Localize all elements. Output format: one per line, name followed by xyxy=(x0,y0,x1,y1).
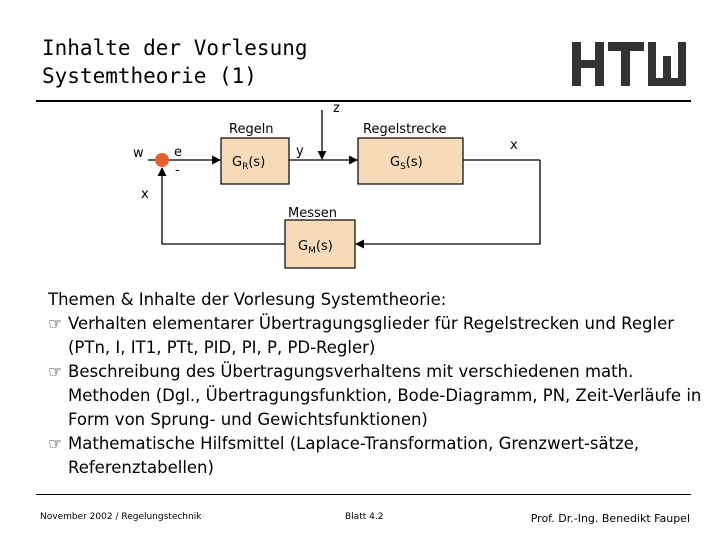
regler-block xyxy=(220,137,290,185)
footer-page: Blatt 4.2 xyxy=(345,512,384,522)
label-gr: GR(s) xyxy=(232,155,265,172)
signal-x-to-messen xyxy=(355,160,541,249)
pointing-hand-icon: ☞ xyxy=(48,314,63,333)
label-gs: GS(s) xyxy=(390,155,423,172)
control-loop-diagram: w e - x Regeln GR(s) y z Regelstrecke GS… xyxy=(133,101,541,269)
messen-block xyxy=(284,219,356,269)
label-messen: Messen xyxy=(288,206,337,221)
label-e: e xyxy=(174,145,182,160)
label-x-feedback: x xyxy=(141,187,149,202)
label-minus: - xyxy=(175,163,180,178)
pointing-hand-icon: ☞ xyxy=(48,362,63,381)
title-divider xyxy=(36,100,691,102)
label-y: y xyxy=(296,144,304,159)
topics-section: Themen & Inhalte der Vorlesung Systemthe… xyxy=(48,288,708,480)
label-gm: GM(s) xyxy=(298,239,333,256)
summing-point xyxy=(155,153,169,167)
feedback-line xyxy=(157,167,285,245)
regelstrecke-block xyxy=(357,137,464,185)
label-regeln: Regeln xyxy=(229,122,274,137)
label-w: w xyxy=(133,146,144,161)
topics-heading: Themen & Inhalte der Vorlesung Systemthe… xyxy=(48,290,447,309)
label-z: z xyxy=(333,101,340,116)
label-x-out: x xyxy=(510,138,518,153)
list-item: ☞ Verhalten elementarer Übertragungsglie… xyxy=(48,312,708,360)
title-line-1: Inhalte der Vorlesung xyxy=(42,36,308,60)
htw-logo xyxy=(572,42,686,86)
label-regelstrecke: Regelstrecke xyxy=(363,122,446,137)
list-item: ☞ Beschreibung des Übertragungsverhalten… xyxy=(48,360,708,432)
list-item: ☞ Mathematische Hilfsmittel (Laplace-Tra… xyxy=(48,432,708,480)
footer-author: Prof. Dr.-Ing. Benedikt Faupel xyxy=(530,512,690,525)
bullet-text: Beschreibung des Übertragungsverhaltens … xyxy=(68,362,702,429)
footer-divider xyxy=(36,494,691,495)
pointing-hand-icon: ☞ xyxy=(48,434,63,453)
slide-title: Inhalte der Vorlesung Systemtheorie (1) xyxy=(42,34,308,90)
footer-date-course: November 2002 / Regelungstechnik xyxy=(40,512,202,522)
title-line-2: Systemtheorie (1) xyxy=(42,64,257,88)
bullet-text: Verhalten elementarer Übertragungsgliede… xyxy=(68,314,675,357)
bullet-text: Mathematische Hilfsmittel (Laplace-Trans… xyxy=(68,434,640,477)
